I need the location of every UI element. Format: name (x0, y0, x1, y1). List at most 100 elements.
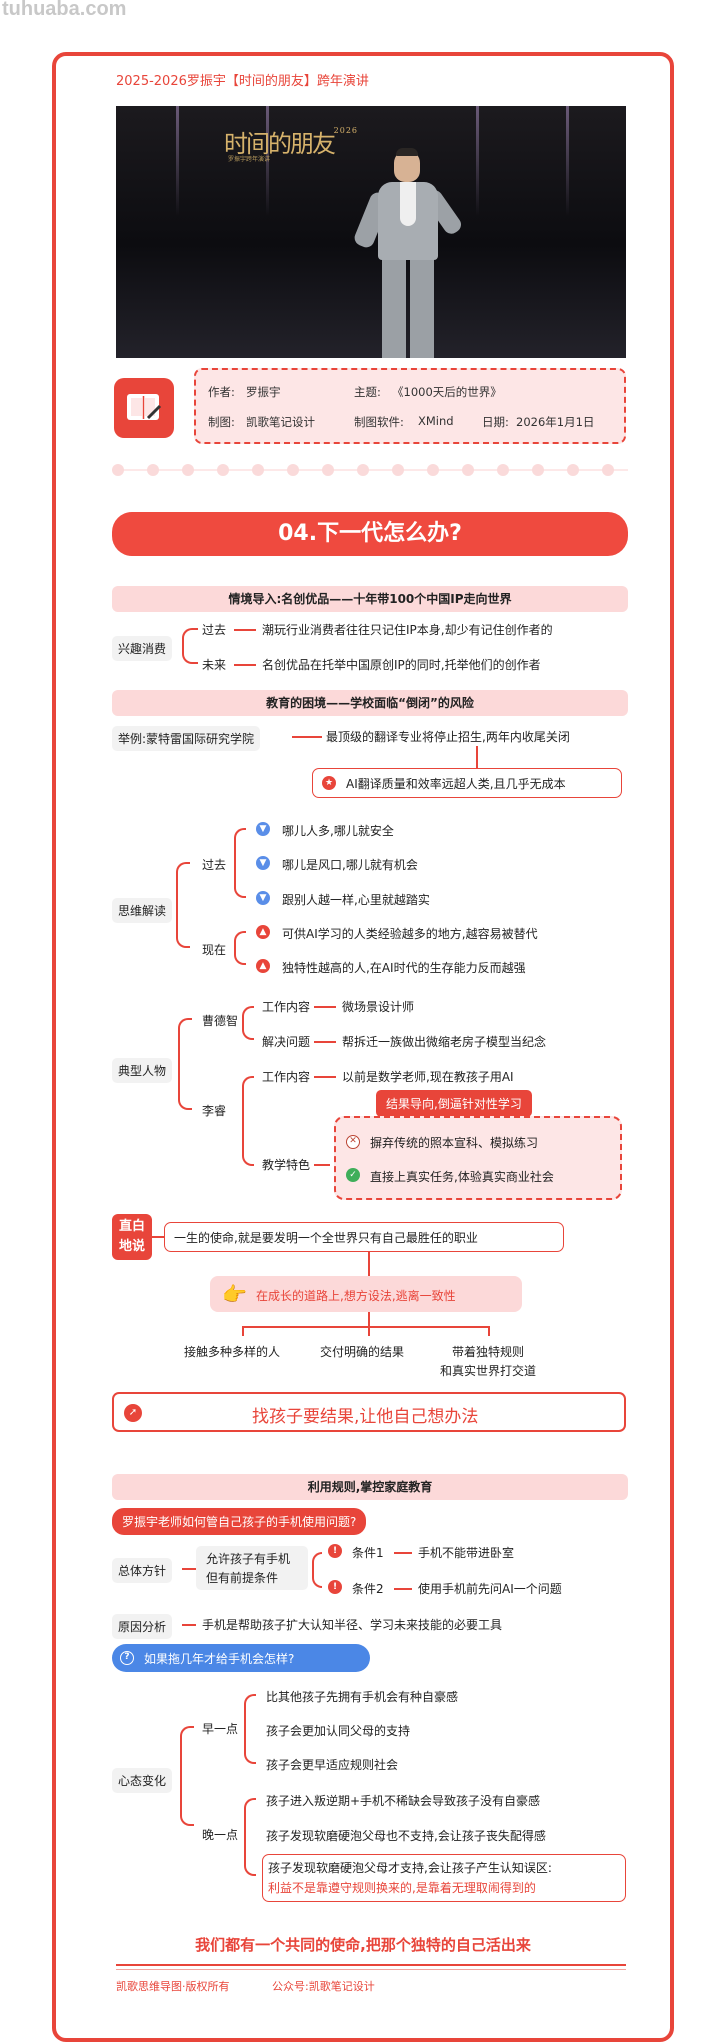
late-3-box (262, 1854, 626, 1902)
node-thinking-past: 过去 (202, 858, 227, 872)
branch-1: 接触多种多样的人 (184, 1345, 281, 1359)
mission-text: 一生的使命,就是要发明一个全世界只有自己最胜任的职业 (174, 1231, 478, 1245)
node-thinking: 思维解读 (112, 898, 173, 923)
condition-2-text: 使用手机前先问AI一个问题 (418, 1582, 562, 1596)
author: 罗振宇 (246, 385, 281, 399)
past-text: 潮玩行业消费者往往只记住IP本身,却少有记住创作者的 (262, 623, 553, 637)
branch-2: 交付明确的结果 (320, 1345, 405, 1359)
thinking-past-1: 哪儿人多,哪儿就安全 (282, 824, 394, 838)
dot-divider (112, 464, 628, 476)
footer-account: 公众号:凯歌笔记设计 (272, 1980, 375, 1993)
watermark: tuhuaba.com (2, 0, 127, 20)
ai-note: AI翻译质量和效率远超人类,且几乎无成本 (346, 777, 566, 791)
node-past: 过去 (202, 623, 227, 637)
cross-icon: ✕ (346, 1135, 360, 1149)
event-logo-sub: 罗振宇跨年演讲 (228, 156, 271, 163)
band-education: 教育的困境——学校面临“倒闭”的风险 (112, 690, 628, 716)
late-1: 孩子进入叛逆期+手机不稀缺会导致孩子没有自豪感 (266, 1794, 541, 1808)
growth-text: 在成长的道路上,想方设法,逃离一致性 (256, 1289, 456, 1303)
plain-talk-badge: 直白地说 (112, 1214, 152, 1260)
thumb-down-icon: ▼ (256, 856, 270, 870)
thumb-up-icon: ▲ (256, 925, 270, 939)
topic: 《1000天后的世界》 (392, 385, 502, 399)
branch-3b: 和真实世界打交道 (440, 1364, 537, 1378)
thumb-up-icon: ▲ (256, 959, 270, 973)
allow-l2: 但有前提条件 (206, 1571, 279, 1585)
node-early: 早一点 (202, 1722, 239, 1736)
branch-3a: 带着独特规则 (452, 1345, 525, 1359)
band-intro: 情境导入:名创优品——十年带100个中国IP走向世界 (112, 586, 628, 612)
rocket-text: 找孩子要结果,让他自己想办法 (252, 1407, 479, 1427)
thinking-past-2: 哪儿是风口,哪儿就有机会 (282, 858, 418, 872)
late-3-l1: 孩子发现软磨硬泡父母才支持,会让孩子产生认知误区: (268, 1861, 552, 1875)
thinking-now-2: 独特性越高的人,在AI时代的生存能力反而越强 (282, 961, 526, 975)
late-3-l2: 利益不是靠遵守规则换来的,是靠着无理取闹得到的 (268, 1881, 536, 1895)
example-text: 最顶级的翻译专业将停止招生,两年内收尾关闭 (326, 730, 570, 744)
label: 解决问题 (262, 1035, 311, 1049)
alert-icon: ! (328, 1544, 342, 1558)
node-figures: 典型人物 (112, 1058, 173, 1083)
node-interest: 兴趣消费 (112, 636, 173, 661)
rocket-icon: ➚ (124, 1404, 142, 1422)
alert-icon: ! (328, 1580, 342, 1594)
node-policy: 总体方针 (112, 1558, 173, 1583)
node-thinking-now: 现在 (202, 943, 227, 957)
check-icon: ✓ (346, 1168, 360, 1182)
ai-note-box (312, 768, 622, 798)
label: 工作内容 (262, 1070, 311, 1084)
allow-node (196, 1546, 308, 1590)
book-icon (114, 378, 174, 438)
footer-copyright: 凯歌思维导图·版权所有 (116, 1980, 230, 1993)
mission-box (164, 1222, 564, 1252)
early-3: 孩子会更早适应规则社会 (266, 1758, 399, 1772)
condition-1-text: 手机不能带进卧室 (418, 1546, 515, 1560)
teaching-good: 直接上真实任务,体验真实商业社会 (370, 1170, 554, 1184)
figure-2: 李睿 (202, 1104, 227, 1118)
figure-2-work: 以前是数学老师,现在教孩子用AI (342, 1070, 514, 1084)
question-2 (112, 1644, 370, 1672)
question-1: 罗振宇老师如何管自己孩子的手机使用问题? (112, 1508, 367, 1535)
help-icon: ? (120, 1651, 134, 1665)
node-example: 举例:蒙特雷国际研究学院 (112, 726, 261, 751)
label: 工作内容 (262, 1000, 311, 1014)
node-future: 未来 (202, 658, 227, 672)
node-change: 心态变化 (112, 1768, 173, 1793)
thumb-down-icon: ▼ (256, 891, 270, 905)
software: XMind (418, 414, 454, 428)
rocket-box (112, 1392, 626, 1432)
figure-1-work: 微场景设计师 (342, 1000, 415, 1014)
early-2: 孩子会更加认同父母的支持 (266, 1724, 411, 1738)
info-box: 作者: 罗振宇 主题: 《1000天后的世界》 制图: 凯歌笔记设计 制图软件:… (194, 368, 626, 444)
future-text: 名创优品在托举中国原创IP的同时,托举他们的创作者 (262, 658, 541, 672)
page-header: 2025-2026罗振宇【时间的朋友】跨年演讲 (116, 74, 369, 89)
late-2: 孩子发现软磨硬泡父母也不支持,会让孩子丧失配得感 (266, 1829, 546, 1843)
thinking-now-1: 可供AI学习的人类经验越多的地方,越容易被替代 (282, 927, 538, 941)
star-icon: ★ (322, 776, 336, 790)
closing-line: 我们都有一个共同的使命,把那个独特的自己活出来 (195, 1936, 531, 1954)
label: 教学特色 (262, 1158, 311, 1172)
reason-text: 手机是帮助孩子扩大认知半径、学习未来技能的必要工具 (202, 1618, 503, 1632)
question-2-text: 如果拖几年才给手机会怎样? (144, 1652, 295, 1666)
node-late: 晚一点 (202, 1828, 239, 1842)
thumb-down-icon: ▼ (256, 822, 270, 836)
teaching-bad: 摒弃传统的照本宣科、模拟练习 (370, 1136, 539, 1150)
band-rules: 利用规则,掌控家庭教育 (112, 1474, 628, 1500)
early-1: 比其他孩子先拥有手机会有种自豪感 (266, 1690, 459, 1704)
condition-2: 条件2 (352, 1582, 384, 1596)
figure-1-solve: 帮拆迁一族做出微缩老房子模型当纪念 (342, 1035, 547, 1049)
allow-l1: 允许孩子有手机 (206, 1552, 291, 1566)
figure-1: 曹德智 (202, 1014, 239, 1028)
pointing-hand-icon: 👉 (222, 1282, 247, 1306)
node-reason: 原因分析 (112, 1614, 173, 1639)
date: 2026年1月1日 (516, 415, 595, 429)
condition-1: 条件1 (352, 1546, 384, 1560)
map-maker: 凯歌笔记设计 (246, 415, 315, 429)
growth-box (210, 1276, 522, 1312)
teaching-box (334, 1116, 622, 1200)
thinking-past-3: 跟别人越一样,心里就越踏实 (282, 893, 430, 907)
section-title: 04.下一代怎么办? (112, 512, 628, 556)
teaching-tag: 结果导向,倒逼针对性学习 (376, 1090, 532, 1117)
